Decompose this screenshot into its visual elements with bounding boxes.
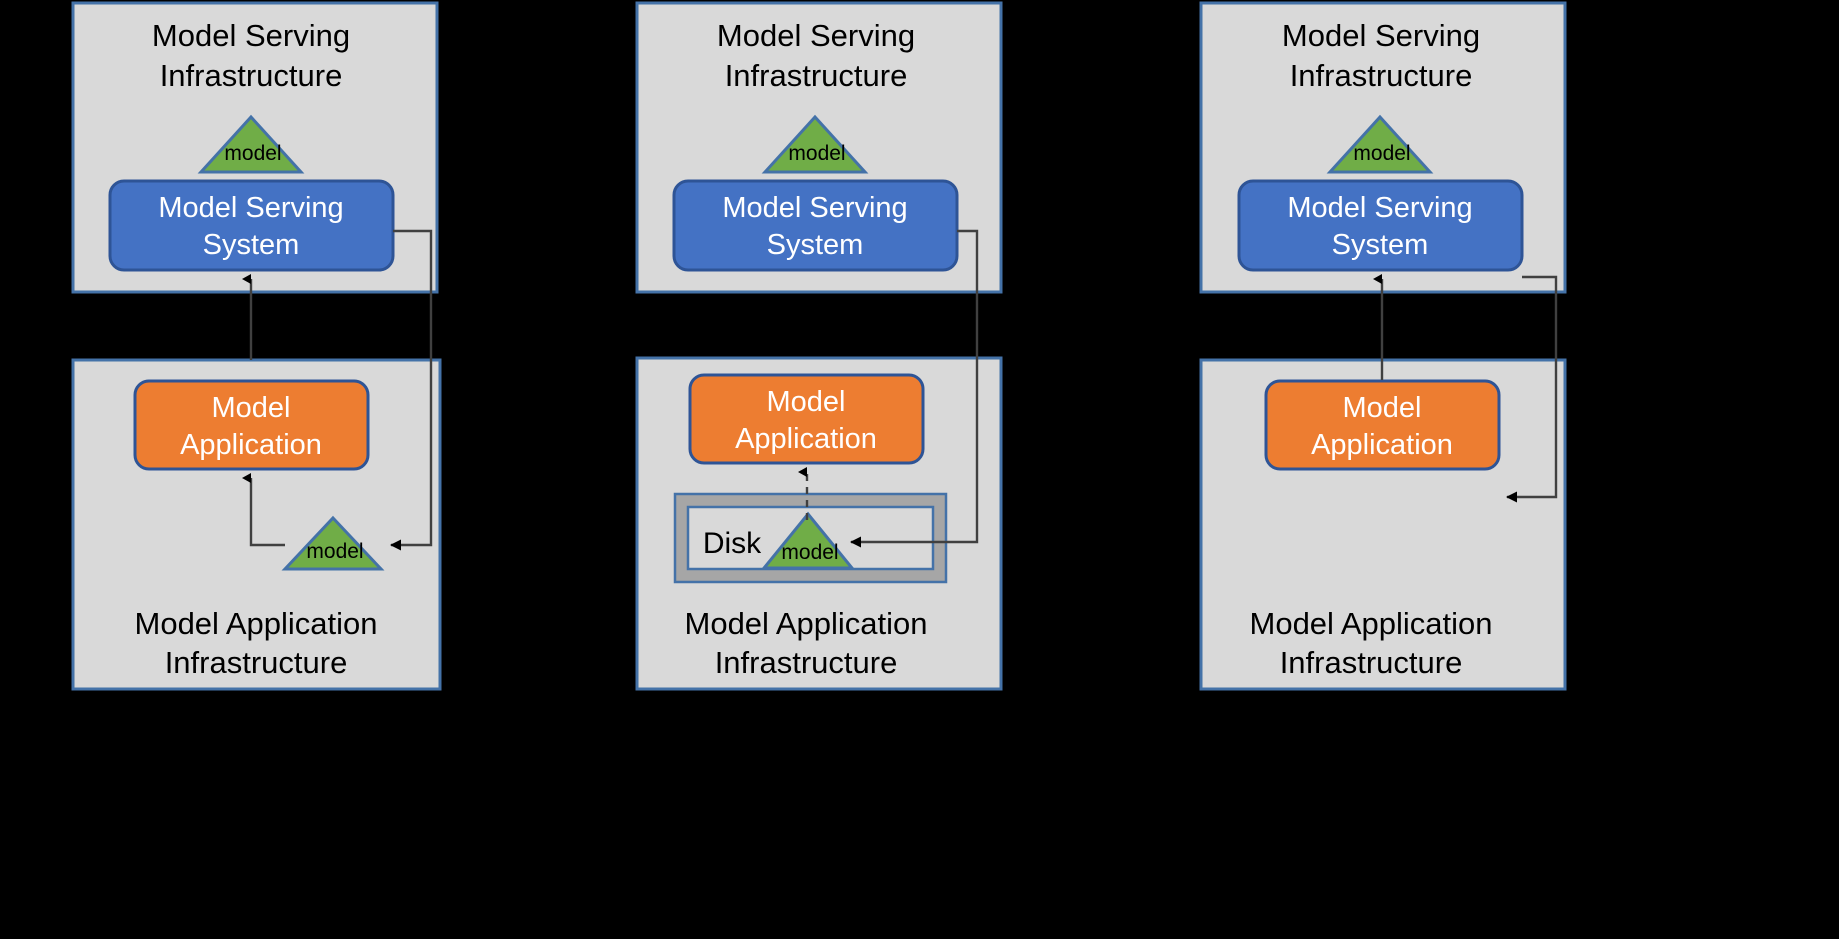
column-2-serving-box-line2: System bbox=[767, 229, 864, 261]
column-1: Model Serving Infrastructure model Model… bbox=[71, 1, 442, 691]
column-3-serving-infrastructure-panel: Model Serving Infrastructure model Model… bbox=[1199, 1, 1567, 294]
column-2-app-model-triangle: model bbox=[760, 511, 856, 570]
column-2-model-application-box: Model Application bbox=[688, 373, 925, 465]
column-2-app-model-label: model bbox=[781, 541, 838, 564]
column-2-app-box-line1: Model bbox=[767, 386, 846, 418]
column-1-model-serving-system-box: Model Serving System bbox=[108, 179, 395, 272]
column-3-serving-title-line1: Model Serving bbox=[1282, 18, 1480, 53]
column-3-application-infrastructure-panel: Model Application Model Application Infr… bbox=[1199, 358, 1567, 691]
column-1-app-box-line2: Application bbox=[180, 429, 322, 461]
column-2-model-serving-system-box: Model Serving System bbox=[672, 179, 959, 272]
column-3-serving-title-line2: Infrastructure bbox=[1290, 58, 1473, 93]
column-2-serving-title-line2: Infrastructure bbox=[725, 58, 908, 93]
column-1-app-box-line1: Model bbox=[212, 392, 291, 424]
column-1-serving-model-label: model bbox=[224, 142, 281, 165]
column-2-serving-model-triangle: model bbox=[761, 114, 869, 174]
column-3-connectors bbox=[1373, 274, 1558, 503]
column-1-model-application-box: Model Application bbox=[133, 379, 370, 471]
column-2-app-title-line1: Model Application bbox=[685, 606, 928, 641]
column-2-serving-infrastructure-panel: Model Serving Infrastructure model Model… bbox=[635, 1, 1003, 294]
column-1-app-title-line1: Model Application bbox=[135, 606, 378, 641]
column-3: Model Serving Infrastructure model Model… bbox=[1199, 1, 1567, 691]
column-3-serving-box-line2: System bbox=[1332, 229, 1429, 261]
column-2-serving-title-line1: Model Serving bbox=[717, 18, 915, 53]
column-3-model-serving-system-box: Model Serving System bbox=[1237, 179, 1524, 272]
column-1-serving-box-line1: Model Serving bbox=[158, 192, 343, 224]
column-1-serving-model-triangle: model bbox=[197, 114, 305, 174]
column-3-app-box-line2: Application bbox=[1311, 429, 1453, 461]
column-1-app-model-triangle: model bbox=[281, 515, 385, 571]
column-3-model-application-box: Model Application bbox=[1264, 379, 1501, 471]
column-3-app-title-line1: Model Application bbox=[1250, 606, 1493, 641]
column-2-serving-model-label: model bbox=[788, 142, 845, 165]
column-2-disk-label: Disk bbox=[703, 527, 762, 560]
column-2-app-title-line2: Infrastructure bbox=[715, 645, 898, 680]
column-1-connectors bbox=[242, 229, 433, 551]
column-3-serving-model-triangle: model bbox=[1326, 114, 1434, 174]
column-3-serving-model-label: model bbox=[1353, 142, 1410, 165]
column-1-serving-infrastructure-panel: Model Serving Infrastructure model Model… bbox=[71, 1, 439, 294]
column-2-app-box-line2: Application bbox=[735, 423, 877, 455]
column-2: Model Serving Infrastructure model Model… bbox=[635, 1, 1003, 691]
column-1-app-model-label: model bbox=[306, 540, 363, 563]
column-2-serving-box-line1: Model Serving bbox=[722, 192, 907, 224]
column-1-application-infrastructure-panel: Model Application model Model Applicatio… bbox=[71, 358, 442, 691]
column-2-connectors bbox=[798, 229, 979, 548]
column-3-serving-box-line1: Model Serving bbox=[1287, 192, 1472, 224]
column-1-app-title-line2: Infrastructure bbox=[165, 645, 348, 680]
column-1-serving-title-line2: Infrastructure bbox=[160, 58, 343, 93]
column-2-connector-serving-to-disk-model bbox=[850, 229, 979, 548]
column-1-serving-title-line1: Model Serving bbox=[152, 18, 350, 53]
column-1-connector-model-to-application bbox=[242, 473, 285, 547]
column-3-connector-serving-to-application bbox=[1506, 275, 1558, 503]
column-2-application-infrastructure-panel: Model Application Disk model Model Appli… bbox=[635, 356, 1003, 691]
column-3-app-box-line1: Model bbox=[1343, 392, 1422, 424]
column-3-app-title-line2: Infrastructure bbox=[1280, 645, 1463, 680]
column-1-serving-box-line2: System bbox=[203, 229, 300, 261]
column-1-connector-serving-to-model bbox=[390, 229, 433, 551]
